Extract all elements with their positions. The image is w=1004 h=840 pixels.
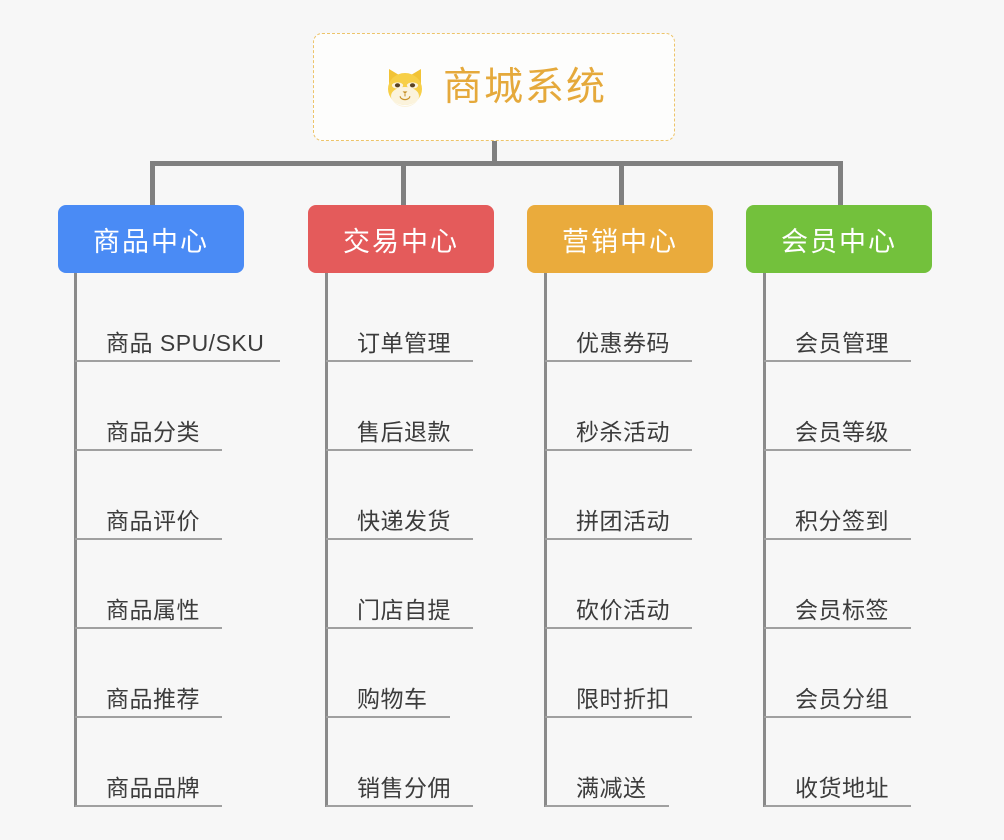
shiba-dog-face-icon <box>381 63 429 111</box>
leaf-spine <box>763 273 766 807</box>
leaf-item[interactable]: 砍价活动 <box>545 540 692 629</box>
connector-branch-stem-3 <box>838 161 843 207</box>
leaf-item[interactable]: 积分签到 <box>764 451 911 540</box>
leaf-item[interactable]: 商品推荐 <box>75 629 222 718</box>
leaf-item[interactable]: 售后退款 <box>326 362 473 451</box>
leaf-item-label: 商品评价 <box>106 508 200 535</box>
leaf-item[interactable]: 会员等级 <box>764 362 911 451</box>
category-label: 会员中心 <box>781 226 897 257</box>
leaf-item-label: 限时折扣 <box>576 686 670 713</box>
connector-branch-stem-0 <box>150 161 155 207</box>
leaf-item[interactable]: 收货地址 <box>764 718 911 807</box>
leaf-item-label: 会员等级 <box>795 419 889 446</box>
leaf-item-label: 砍价活动 <box>576 597 670 624</box>
leaf-item[interactable]: 商品评价 <box>75 451 222 540</box>
leaf-item[interactable]: 快递发货 <box>326 451 473 540</box>
leaf-item[interactable]: 会员标签 <box>764 540 911 629</box>
leaf-item-label: 积分签到 <box>795 508 889 535</box>
leaf-item[interactable]: 拼团活动 <box>545 451 692 540</box>
leaf-item-label: 拼团活动 <box>576 508 670 535</box>
leaf-item-label: 商品属性 <box>106 597 200 624</box>
category-label: 营销中心 <box>562 226 678 257</box>
leaf-item-label: 售后退款 <box>357 419 451 446</box>
leaf-item-label: 销售分佣 <box>357 775 451 802</box>
leaf-column-1: 订单管理售后退款快递发货门店自提购物车销售分佣 <box>325 273 473 807</box>
leaf-item-label: 会员标签 <box>795 597 889 624</box>
leaf-item[interactable]: 秒杀活动 <box>545 362 692 451</box>
leaf-column-0: 商品 SPU/SKU 商品分类商品评价商品属性商品推荐商品品牌 <box>74 273 280 807</box>
connector-root-stem <box>492 141 497 163</box>
leaf-item-label: 门店自提 <box>357 597 451 624</box>
category-label: 商品中心 <box>93 226 209 257</box>
leaf-item-label: 会员分组 <box>795 686 889 713</box>
leaf-spine <box>325 273 328 807</box>
root-node-mall-system[interactable]: 商城系统 <box>313 33 675 141</box>
connector-horizontal-bus <box>150 161 840 166</box>
leaf-item-label: 购物车 <box>357 686 428 713</box>
leaf-item-label: 快递发货 <box>357 508 451 535</box>
leaf-item[interactable]: 满减送 <box>545 718 669 807</box>
leaf-spine <box>544 273 547 807</box>
leaf-item-label: 商品推荐 <box>106 686 200 713</box>
leaf-item[interactable]: 商品品牌 <box>75 718 222 807</box>
leaf-item-label: 满减送 <box>576 775 647 802</box>
category-box-2[interactable]: 营销中心 <box>527 205 713 273</box>
leaf-item[interactable]: 会员分组 <box>764 629 911 718</box>
leaf-item[interactable]: 销售分佣 <box>326 718 473 807</box>
leaf-item-label: 优惠券码 <box>576 330 670 357</box>
root-title: 商城系统 <box>442 65 607 109</box>
leaf-column-2: 优惠券码秒杀活动拼团活动砍价活动限时折扣满减送 <box>544 273 692 807</box>
leaf-item-label: 订单管理 <box>357 330 451 357</box>
category-label: 交易中心 <box>343 226 459 257</box>
leaf-item[interactable]: 优惠券码 <box>545 273 692 362</box>
category-box-3[interactable]: 会员中心 <box>746 205 932 273</box>
category-box-1[interactable]: 交易中心 <box>308 205 494 273</box>
leaf-spine <box>74 273 77 807</box>
leaf-item[interactable]: 商品分类 <box>75 362 222 451</box>
leaf-item-label: 收货地址 <box>795 775 889 802</box>
connector-branch-stem-2 <box>619 161 624 207</box>
leaf-item-label: 商品分类 <box>106 419 200 446</box>
leaf-item[interactable]: 商品属性 <box>75 540 222 629</box>
category-box-0[interactable]: 商品中心 <box>58 205 244 273</box>
leaf-item[interactable]: 限时折扣 <box>545 629 692 718</box>
connector-branch-stem-1 <box>401 161 406 207</box>
leaf-item-label: 会员管理 <box>795 330 889 357</box>
leaf-item-label: 商品 SPU/SKU <box>106 330 265 357</box>
leaf-item[interactable]: 订单管理 <box>326 273 473 362</box>
leaf-item[interactable]: 门店自提 <box>326 540 473 629</box>
leaf-item[interactable]: 会员管理 <box>764 273 911 362</box>
leaf-item-label: 秒杀活动 <box>576 419 670 446</box>
leaf-item[interactable]: 购物车 <box>326 629 450 718</box>
leaf-item-label: 商品品牌 <box>106 775 200 802</box>
leaf-item[interactable]: 商品 SPU/SKU <box>75 273 280 362</box>
leaf-column-3: 会员管理会员等级积分签到会员标签会员分组收货地址 <box>763 273 911 807</box>
